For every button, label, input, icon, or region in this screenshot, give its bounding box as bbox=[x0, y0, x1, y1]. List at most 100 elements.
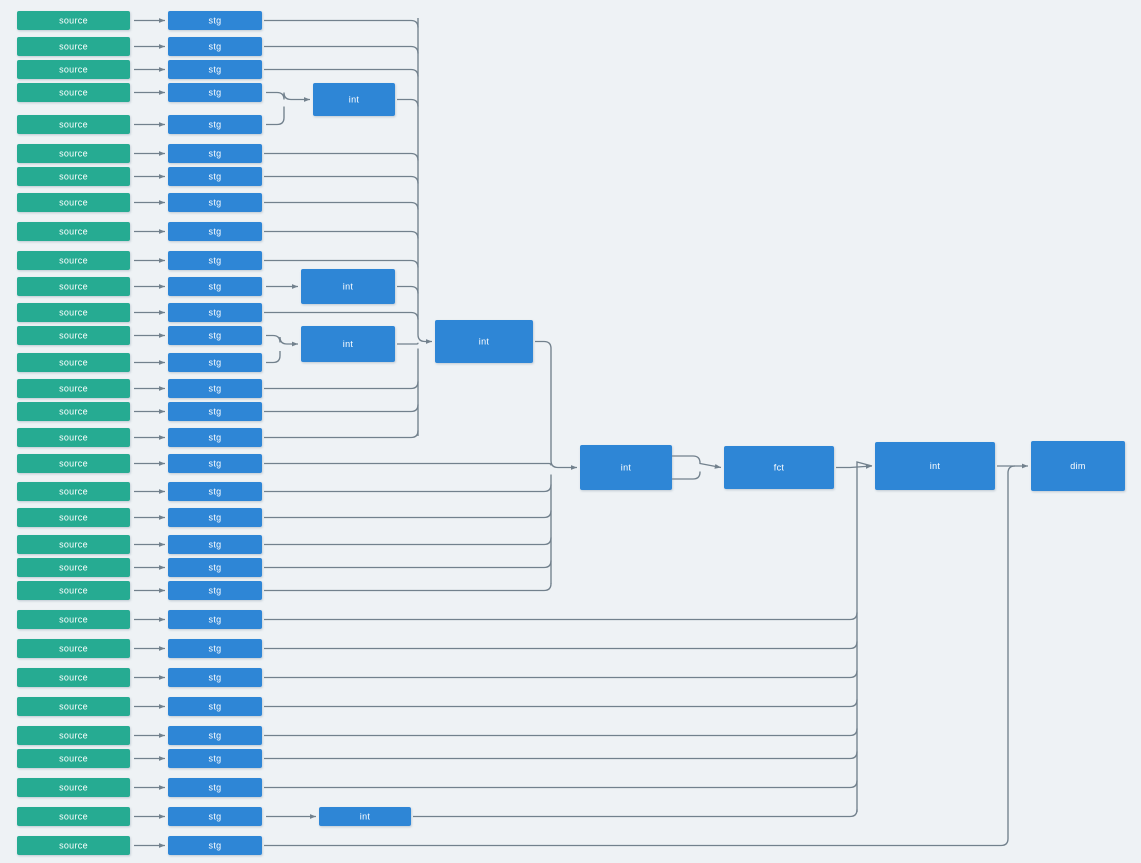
node-box[interactable] bbox=[17, 836, 130, 855]
node-stg[interactable]: stg bbox=[168, 251, 262, 270]
node-box[interactable] bbox=[17, 303, 130, 322]
node-stg[interactable]: stg bbox=[168, 115, 262, 134]
node-source[interactable]: source bbox=[17, 807, 130, 826]
node-box[interactable] bbox=[17, 60, 130, 79]
node-source[interactable]: source bbox=[17, 353, 130, 372]
node-box[interactable] bbox=[17, 277, 130, 296]
node-box[interactable] bbox=[17, 428, 130, 447]
node-stg[interactable]: stg bbox=[168, 11, 262, 30]
node-stg[interactable]: stg bbox=[168, 697, 262, 716]
node-source[interactable]: source bbox=[17, 610, 130, 629]
node-stg[interactable]: stg bbox=[168, 144, 262, 163]
node-box[interactable] bbox=[168, 749, 262, 768]
node-source[interactable]: source bbox=[17, 778, 130, 797]
node-source[interactable]: source bbox=[17, 508, 130, 527]
node-box[interactable] bbox=[168, 807, 262, 826]
node-source[interactable]: source bbox=[17, 83, 130, 102]
node-source[interactable]: source bbox=[17, 535, 130, 554]
node-box[interactable] bbox=[17, 144, 130, 163]
node-box[interactable] bbox=[168, 482, 262, 501]
node-box[interactable] bbox=[168, 326, 262, 345]
node-dim[interactable]: dim bbox=[1031, 441, 1125, 491]
node-stg[interactable]: stg bbox=[168, 379, 262, 398]
node-stg[interactable]: stg bbox=[168, 402, 262, 421]
node-box[interactable] bbox=[168, 303, 262, 322]
node-stg[interactable]: stg bbox=[168, 353, 262, 372]
node-box[interactable] bbox=[168, 11, 262, 30]
node-source[interactable]: source bbox=[17, 144, 130, 163]
node-box[interactable] bbox=[17, 726, 130, 745]
node-box[interactable] bbox=[580, 445, 672, 490]
node-box[interactable] bbox=[17, 668, 130, 687]
node-box[interactable] bbox=[168, 60, 262, 79]
node-box[interactable] bbox=[168, 428, 262, 447]
node-box[interactable] bbox=[168, 353, 262, 372]
node-box[interactable] bbox=[17, 749, 130, 768]
node-int[interactable]: int bbox=[301, 269, 395, 304]
node-stg[interactable]: stg bbox=[168, 749, 262, 768]
node-stg[interactable]: stg bbox=[168, 454, 262, 473]
node-stg[interactable]: stg bbox=[168, 807, 262, 826]
node-box[interactable] bbox=[313, 83, 395, 116]
node-source[interactable]: source bbox=[17, 749, 130, 768]
node-box[interactable] bbox=[724, 446, 834, 489]
node-box[interactable] bbox=[17, 326, 130, 345]
node-int[interactable]: int bbox=[313, 83, 395, 116]
node-box[interactable] bbox=[301, 326, 395, 362]
node-source[interactable]: source bbox=[17, 326, 130, 345]
node-stg[interactable]: stg bbox=[168, 836, 262, 855]
node-box[interactable] bbox=[17, 639, 130, 658]
node-box[interactable] bbox=[17, 83, 130, 102]
node-stg[interactable]: stg bbox=[168, 303, 262, 322]
node-box[interactable] bbox=[168, 639, 262, 658]
node-int[interactable]: int bbox=[875, 442, 995, 490]
node-box[interactable] bbox=[319, 807, 411, 826]
node-box[interactable] bbox=[17, 37, 130, 56]
node-source[interactable]: source bbox=[17, 668, 130, 687]
node-stg[interactable]: stg bbox=[168, 277, 262, 296]
node-box[interactable] bbox=[168, 454, 262, 473]
node-source[interactable]: source bbox=[17, 697, 130, 716]
node-source[interactable]: source bbox=[17, 277, 130, 296]
node-source[interactable]: source bbox=[17, 726, 130, 745]
node-int[interactable]: int bbox=[580, 445, 672, 490]
node-box[interactable] bbox=[17, 778, 130, 797]
node-box[interactable] bbox=[17, 167, 130, 186]
node-box[interactable] bbox=[17, 535, 130, 554]
node-int[interactable]: int bbox=[301, 326, 395, 362]
node-stg[interactable]: stg bbox=[168, 778, 262, 797]
node-box[interactable] bbox=[168, 610, 262, 629]
node-source[interactable]: source bbox=[17, 482, 130, 501]
node-box[interactable] bbox=[17, 402, 130, 421]
node-box[interactable] bbox=[17, 454, 130, 473]
node-box[interactable] bbox=[17, 581, 130, 600]
node-box[interactable] bbox=[168, 37, 262, 56]
node-box[interactable] bbox=[17, 807, 130, 826]
node-box[interactable] bbox=[168, 251, 262, 270]
node-stg[interactable]: stg bbox=[168, 558, 262, 577]
node-box[interactable] bbox=[168, 379, 262, 398]
node-box[interactable] bbox=[168, 581, 262, 600]
node-box[interactable] bbox=[1031, 441, 1125, 491]
node-source[interactable]: source bbox=[17, 303, 130, 322]
node-box[interactable] bbox=[17, 610, 130, 629]
node-box[interactable] bbox=[168, 508, 262, 527]
node-box[interactable] bbox=[17, 697, 130, 716]
node-source[interactable]: source bbox=[17, 37, 130, 56]
node-stg[interactable]: stg bbox=[168, 193, 262, 212]
node-box[interactable] bbox=[168, 193, 262, 212]
node-source[interactable]: source bbox=[17, 581, 130, 600]
node-stg[interactable]: stg bbox=[168, 508, 262, 527]
node-stg[interactable]: stg bbox=[168, 726, 262, 745]
node-box[interactable] bbox=[168, 535, 262, 554]
node-stg[interactable]: stg bbox=[168, 167, 262, 186]
node-stg[interactable]: stg bbox=[168, 668, 262, 687]
node-box[interactable] bbox=[17, 482, 130, 501]
node-source[interactable]: source bbox=[17, 193, 130, 212]
node-box[interactable] bbox=[435, 320, 533, 363]
node-box[interactable] bbox=[17, 222, 130, 241]
node-box[interactable] bbox=[168, 558, 262, 577]
node-box[interactable] bbox=[168, 726, 262, 745]
node-box[interactable] bbox=[168, 697, 262, 716]
node-box[interactable] bbox=[17, 193, 130, 212]
